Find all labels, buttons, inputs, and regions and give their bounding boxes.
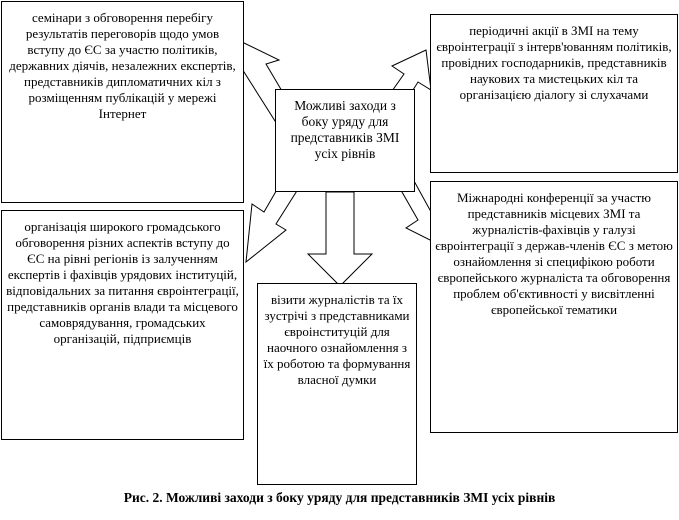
box-bottom-right-text: Міжнародні конференції за участю предста… bbox=[435, 190, 673, 317]
box-bottom-center: візити журналістів та їх зустрічі з пред… bbox=[257, 283, 417, 485]
box-middle-left: організація широкого громадського обгово… bbox=[1, 210, 244, 440]
box-bottom-right: Міжнародні конференції за участю предста… bbox=[430, 181, 678, 433]
center-box-text: Можливі заходи з боку уряду для представ… bbox=[290, 98, 400, 161]
box-top-right: періодичні акції в ЗМІ на тему євроінтег… bbox=[430, 14, 678, 173]
box-top-right-text: періодичні акції в ЗМІ на тему євроінтег… bbox=[436, 23, 672, 102]
center-box: Можливі заходи з боку уряду для представ… bbox=[275, 89, 415, 192]
box-bottom-center-text: візити журналістів та їх зустрічі з пред… bbox=[263, 292, 411, 387]
arrow-to-bottom-center bbox=[306, 191, 374, 287]
box-top-left: семінари з обговорення перебігу результа… bbox=[1, 1, 244, 203]
box-top-left-text: семінари з обговорення перебігу результа… bbox=[9, 10, 236, 121]
figure-caption: Рис. 2. Можливі заходи з боку уряду для … bbox=[123, 490, 556, 505]
box-middle-left-text: організація широкого громадського обгово… bbox=[6, 219, 239, 346]
